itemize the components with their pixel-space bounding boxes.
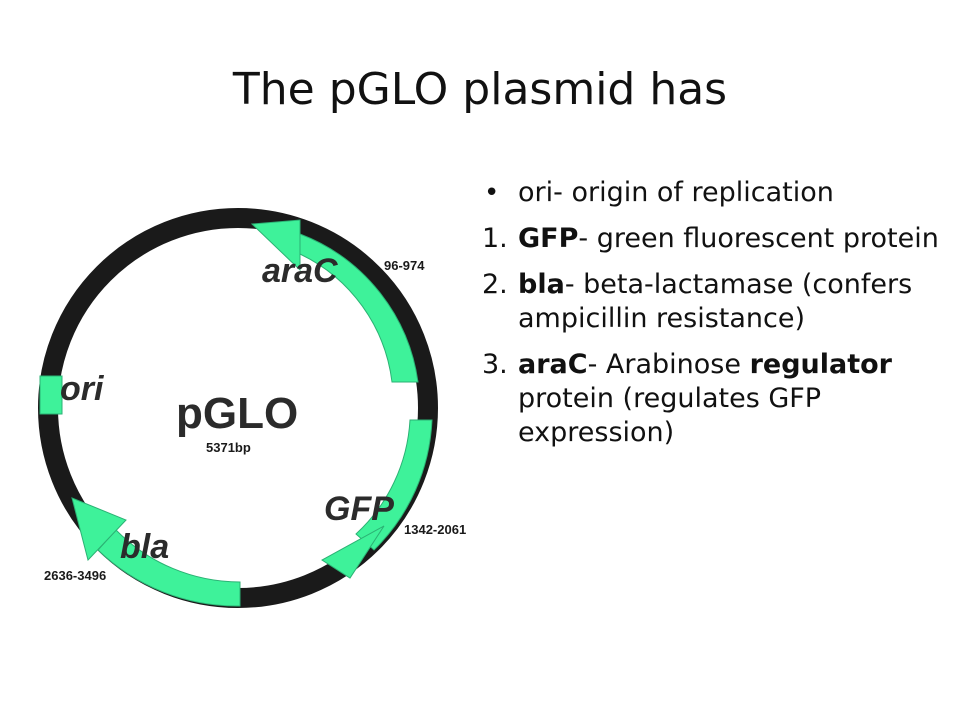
list-item-text: - green fluorescent protein [578,223,939,254]
gene-name-arac: araC [518,349,588,380]
bullet-marker: • [484,178,500,208]
gfp-arrowhead [321,525,385,579]
list-number: 2. [482,269,508,300]
arac-arrowhead [250,219,301,272]
list-item-text: - Arabinose [587,349,750,380]
plasmid-size: 5371bp [206,440,251,455]
arac-range: 96-974 [384,258,425,273]
ori-label: ori [60,370,105,408]
list-item-text: protein (regulates GFP expression) [518,383,822,448]
arac-arrow [299,233,419,383]
gfp-range: 1342-2061 [404,522,466,537]
plasmid-name: pGLO [176,389,298,438]
gene-name-gfp: GFP [518,223,579,254]
list-item-gfp: 1. GFP- green fluorescent protein [482,222,942,256]
gene-list: • ori- origin of replication 1. GFP- gre… [482,176,942,462]
ori-box [39,375,63,415]
list-number: 1. [482,223,508,254]
list-item-text: ori- origin of replication [518,177,834,208]
gene-name-bla: bla [518,269,565,300]
list-item-ori: • ori- origin of replication [482,176,942,210]
slide-title: The pGLO plasmid has [232,64,728,115]
regulator-word: regulator [749,349,892,380]
arac-label: araC [262,252,338,290]
list-item-text: - beta-lactamase (confers ampicillin res… [518,269,913,334]
bla-label: bla [120,528,169,566]
plasmid-diagram: araC 96-974 GFP 1342-2061 bla 2636-3496 … [0,180,466,640]
list-number: 3. [482,349,508,380]
bla-range: 2636-3496 [44,568,106,583]
bla-arrowhead [71,497,127,561]
gfp-label: GFP [324,490,394,528]
list-item-arac: 3. araC- Arabinose regulator protein (re… [482,348,942,450]
list-item-bla: 2. bla- beta-lactamase (confers ampicill… [482,268,942,336]
